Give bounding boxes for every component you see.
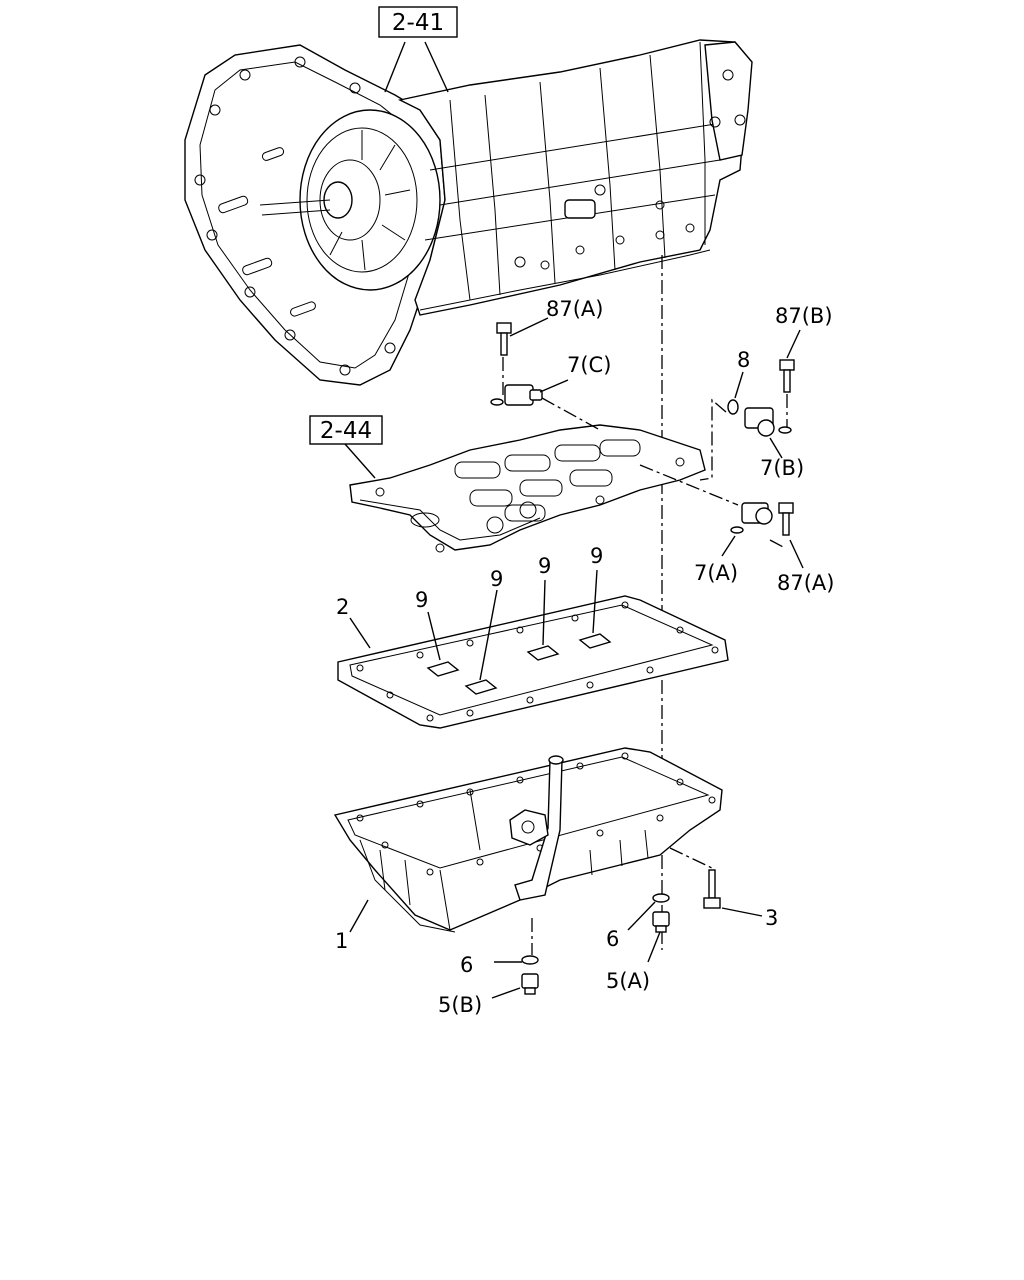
label-9-a: 9 bbox=[415, 588, 428, 612]
label-5a: 5(A) bbox=[606, 969, 650, 993]
ref-2-41-text: 2-41 bbox=[392, 10, 444, 36]
solenoid-7b bbox=[744, 407, 792, 437]
valve-body bbox=[349, 424, 706, 553]
gasket-2 bbox=[337, 595, 729, 729]
label-7c: 7(C) bbox=[567, 353, 611, 377]
oil-pan-1 bbox=[333, 747, 723, 933]
bolt-87a-bottom bbox=[778, 502, 794, 536]
ref-2-44-text: 2-44 bbox=[320, 418, 372, 444]
label-3: 3 bbox=[765, 906, 778, 930]
label-6-a: 6 bbox=[606, 927, 619, 951]
label-9-b: 9 bbox=[490, 567, 503, 591]
label-1: 1 bbox=[335, 929, 348, 953]
filter-pads-9 bbox=[426, 633, 612, 695]
label-7b: 7(B) bbox=[760, 456, 804, 480]
washer-6-a bbox=[652, 893, 670, 903]
bolt-87b bbox=[779, 359, 795, 393]
label-87a-top: 87(A) bbox=[546, 297, 603, 321]
label-87a-bottom: 87(A) bbox=[777, 571, 834, 595]
solenoid-7c bbox=[490, 384, 543, 406]
label-9-c: 9 bbox=[538, 554, 551, 578]
washer-6-b bbox=[521, 955, 539, 965]
transmission-assembly bbox=[184, 39, 753, 386]
label-8: 8 bbox=[737, 348, 750, 372]
bolt-3 bbox=[703, 869, 721, 909]
ref-box-2-41[interactable]: 2-41 bbox=[378, 6, 458, 38]
label-9-d: 9 bbox=[590, 544, 603, 568]
drain-plug-5b bbox=[521, 973, 539, 995]
label-7a: 7(A) bbox=[694, 561, 738, 585]
bolt-87a-top bbox=[496, 322, 512, 356]
label-6-b: 6 bbox=[460, 953, 473, 977]
label-5b: 5(B) bbox=[438, 993, 482, 1017]
solenoid-7a bbox=[730, 502, 773, 534]
label-2: 2 bbox=[336, 595, 349, 619]
label-87b: 87(B) bbox=[775, 304, 833, 328]
ref-box-2-44[interactable]: 2-44 bbox=[309, 415, 383, 445]
drain-plug-5a bbox=[652, 911, 670, 933]
o-ring-8 bbox=[727, 399, 739, 415]
